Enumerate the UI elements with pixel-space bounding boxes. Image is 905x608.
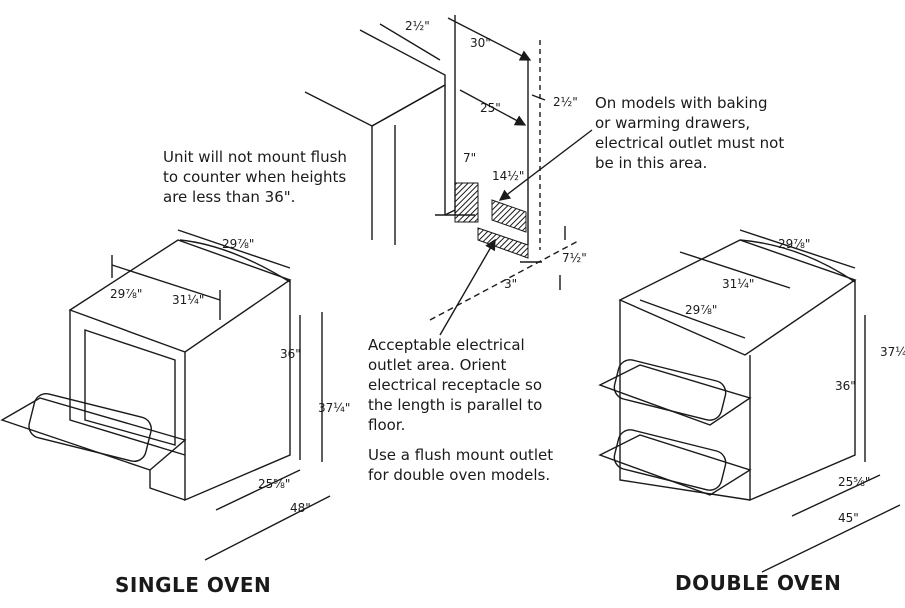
dim-height-7: 7½" bbox=[562, 251, 587, 265]
double-oven-drawing bbox=[598, 229, 901, 573]
acceptable-outlet-area bbox=[477, 227, 529, 259]
double-dim-top-width: 29⅞" bbox=[778, 237, 810, 251]
single-dim-top-width: 29⅞" bbox=[222, 237, 254, 251]
drawer-note-arrow bbox=[498, 129, 593, 201]
single-dim-height-36: 36" bbox=[280, 347, 301, 361]
drawer-note: On models with baking or warming drawers… bbox=[595, 94, 789, 172]
single-oven-drawing bbox=[0, 229, 331, 561]
single-dim-cutout-width: 31¼" bbox=[172, 293, 204, 307]
flush-note: Unit will not mount flush to counter whe… bbox=[163, 148, 352, 206]
double-dim-total-depth: 45" bbox=[838, 511, 859, 525]
outlet-note-arrow bbox=[439, 238, 496, 336]
double-dim-inner-width: 29⅞" bbox=[685, 303, 717, 317]
dim-width-30: 30" bbox=[470, 36, 491, 50]
dim-depth-3: 3" bbox=[504, 277, 517, 291]
double-dim-height-37: 37¼ bbox=[880, 345, 905, 359]
prohibited-outlet-area-right bbox=[491, 199, 527, 233]
single-oven-caption: SINGLE OVEN bbox=[115, 573, 271, 597]
single-dim-depth: 25⅝" bbox=[258, 477, 290, 491]
single-dim-inner-width: 29⅞" bbox=[110, 287, 142, 301]
dim-width-25: 25" bbox=[480, 101, 501, 115]
double-dim-depth: 25⅝" bbox=[838, 475, 870, 489]
outlet-note: Acceptable electrical outlet area. Orien… bbox=[368, 336, 547, 434]
double-oven-caption: DOUBLE OVEN bbox=[675, 571, 841, 595]
dim-outlet-7: 7" bbox=[463, 151, 476, 165]
double-dim-height-36: 36" bbox=[835, 379, 856, 393]
dim-outlet-14: 14½" bbox=[492, 169, 524, 183]
cabinet-cutout-drawing bbox=[304, 15, 581, 321]
single-dim-height-37: 37¼" bbox=[318, 401, 350, 415]
prohibited-outlet-area bbox=[454, 182, 479, 223]
single-dim-total-depth: 48" bbox=[290, 501, 311, 515]
dim-top-gap: 2½" bbox=[405, 19, 430, 33]
dim-side-gap: 2½" bbox=[553, 95, 578, 109]
double-dim-cutout-width: 31¼" bbox=[722, 277, 754, 291]
flush-mount-note: Use a flush mount outlet for double oven… bbox=[368, 446, 558, 484]
